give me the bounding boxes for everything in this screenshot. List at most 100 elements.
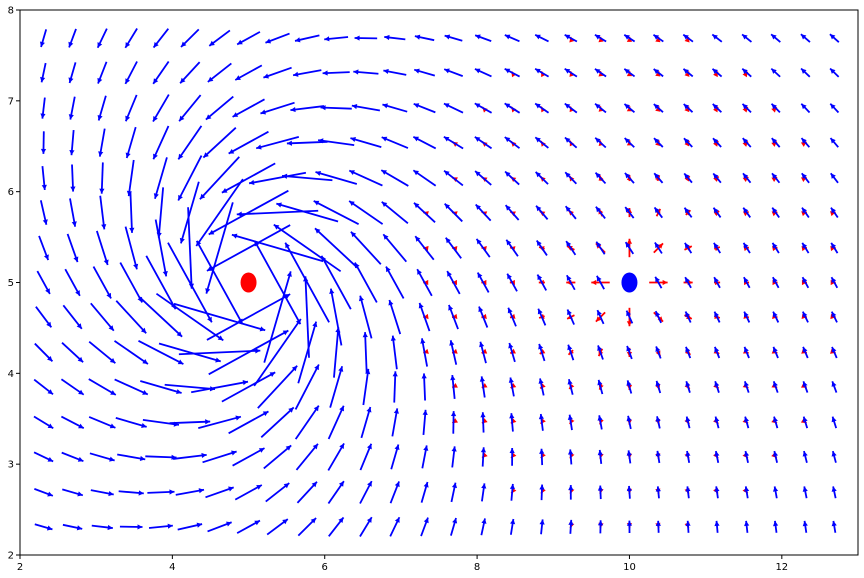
blue-arrow: [96, 230, 109, 266]
blue-arrow: [684, 276, 692, 289]
blue-arrow: [801, 242, 810, 254]
blue-arrow: [421, 445, 429, 469]
blue-arrow: [260, 406, 295, 439]
blue-arrow: [317, 138, 355, 147]
blue-arrow: [714, 380, 720, 393]
blue-arrow: [328, 516, 345, 537]
blue-arrow: [413, 68, 436, 77]
blue-arrow: [655, 380, 662, 394]
blue-arrow: [68, 62, 77, 84]
blue-arrow: [96, 28, 108, 49]
blue-arrow: [741, 103, 752, 113]
blue-arrow: [655, 486, 661, 499]
blue-arrow: [290, 105, 325, 113]
blue-arrow: [509, 413, 515, 432]
blue-arrow: [474, 34, 492, 42]
blue-arrow: [509, 448, 515, 466]
blue-arrow: [741, 68, 752, 78]
blue-arrow: [348, 169, 383, 187]
blue-arrow: [99, 195, 107, 230]
blue-arrow: [683, 137, 693, 148]
blue-arrow: [232, 98, 265, 118]
blue-arrow: [475, 203, 492, 222]
blue-arrow: [390, 335, 398, 370]
blue-arrow: [712, 207, 722, 218]
blue-arrow: [566, 309, 575, 325]
blue-arrow: [322, 70, 350, 76]
blue-arrow: [597, 449, 603, 464]
blue-arrow: [61, 451, 84, 462]
blue-arrow: [535, 240, 548, 256]
blue-arrow: [97, 61, 108, 84]
blue-arrow: [743, 346, 750, 359]
y-tick-label: 2: [8, 551, 14, 562]
blue-arrow: [173, 302, 266, 332]
blue-arrow: [145, 255, 177, 310]
blue-arrow: [538, 378, 545, 396]
blue-arrow: [536, 274, 548, 291]
blue-arrow: [714, 450, 720, 463]
blue-arrow: [179, 181, 200, 244]
blue-arrow: [624, 172, 635, 184]
blue-arrow: [830, 242, 839, 254]
blue-arrow: [684, 311, 692, 323]
blue-arrow: [507, 307, 517, 327]
blue-arrow: [624, 137, 635, 148]
blue-arrow: [831, 346, 838, 359]
blue-arrow: [34, 342, 54, 362]
blue-arrow: [565, 240, 577, 256]
blue-arrow: [354, 35, 378, 41]
blue-arrow: [126, 159, 135, 197]
blue-arrow: [504, 67, 521, 78]
blue-arrow: [772, 486, 779, 499]
blue-arrow: [443, 135, 464, 150]
blue-arrow: [443, 102, 464, 114]
blue-arrow: [234, 64, 263, 81]
blue-arrow: [313, 200, 360, 225]
blue-arrow: [801, 207, 810, 218]
blue-arrow: [443, 169, 464, 187]
blue-arrow: [504, 34, 520, 43]
blue-arrow: [450, 374, 456, 399]
blue-arrow: [414, 34, 435, 42]
blue-arrow: [294, 34, 320, 43]
blue-arrow: [359, 516, 373, 537]
blue-arrow: [118, 490, 144, 496]
blue-arrow: [231, 233, 324, 263]
blue-arrow: [474, 102, 493, 114]
blue-arrow: [353, 69, 379, 75]
blue-arrow: [39, 29, 48, 48]
blue-arrow: [830, 276, 839, 289]
blue-arrow: [207, 62, 232, 83]
blue-arrow: [207, 521, 232, 533]
y-tick-label: 3: [8, 460, 14, 471]
blue-arrow: [266, 518, 289, 536]
blue-arrow: [446, 270, 461, 295]
y-tick-label: 8: [8, 6, 14, 17]
blue-arrow: [69, 129, 75, 156]
blue-arrow: [596, 309, 605, 325]
blue-arrow: [62, 304, 83, 330]
blue-arrow: [479, 341, 487, 364]
x-tick-label: 10: [623, 562, 636, 573]
blue-arrow: [771, 137, 781, 148]
y-tick-label: 5: [8, 278, 14, 289]
blue-arrow: [129, 192, 135, 233]
blue-arrow: [206, 224, 291, 272]
blue-arrow: [508, 377, 515, 397]
blue-arrow: [138, 340, 184, 365]
blue-arrow: [772, 416, 779, 429]
blue-arrow: [509, 483, 516, 501]
blue-arrow: [294, 405, 320, 440]
blue-arrow: [772, 346, 779, 359]
plot-area: [20, 10, 858, 555]
blue-arrow: [711, 68, 723, 78]
blue-arrow: [177, 522, 203, 531]
blue-arrow: [248, 171, 307, 185]
blue-arrow: [329, 366, 344, 408]
blue-arrow: [685, 520, 691, 533]
blue-arrow: [257, 365, 298, 409]
blue-arrow: [744, 520, 750, 533]
blue-arrow: [772, 380, 779, 393]
blue-arrow: [191, 380, 249, 394]
